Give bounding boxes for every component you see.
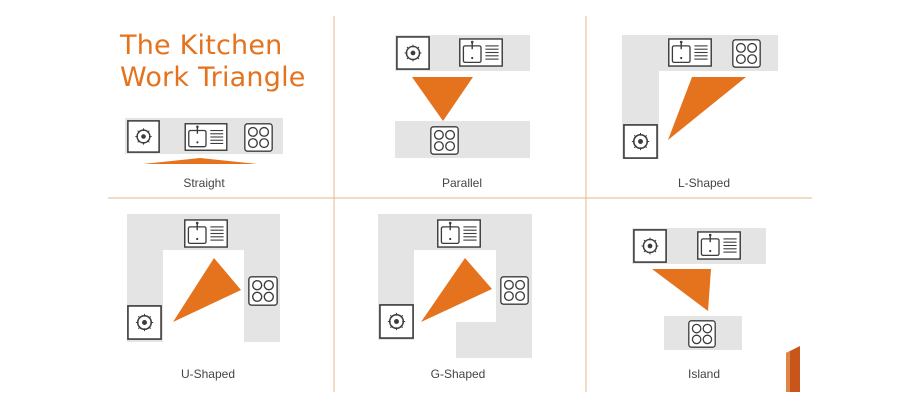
fridge-icon: [623, 124, 658, 159]
brand-logo-icon: [786, 346, 800, 392]
caption-island: Island: [687, 367, 721, 381]
stove-icon: [248, 276, 278, 306]
layout-straight: [125, 118, 283, 164]
fridge-icon: [633, 229, 667, 263]
layout-parallel: [395, 35, 530, 158]
sink-icon: [459, 38, 503, 67]
stove-icon: [244, 123, 273, 152]
fridge-icon: [396, 36, 430, 70]
counter-bottom: [395, 121, 530, 158]
work-triangle-icon: [668, 77, 746, 140]
title-line-1: The Kitchen: [120, 30, 283, 61]
caption-g-shaped: G-Shaped: [430, 367, 486, 381]
caption-straight: Straight: [183, 176, 225, 190]
work-triangle-icon: [421, 258, 492, 322]
title-line-2: Work Triangle: [120, 62, 306, 93]
stove-icon: [688, 320, 716, 348]
sink-icon: [697, 231, 741, 260]
caption-l-shaped: L-Shaped: [677, 176, 731, 190]
grid-dividers: [108, 16, 812, 392]
work-triangle-icon: [652, 269, 711, 311]
work-triangle-icon: [412, 77, 473, 121]
layout-l-shaped: [622, 35, 778, 159]
sink-icon: [184, 219, 228, 248]
stove-icon: [732, 39, 761, 68]
work-triangle-icon: [173, 258, 241, 322]
stove-icon: [430, 126, 459, 155]
stove-icon: [500, 276, 529, 305]
layout-u-shaped: [127, 214, 280, 342]
caption-parallel: Parallel: [441, 176, 483, 190]
sink-icon: [668, 38, 712, 67]
layout-g-shaped: [378, 214, 532, 358]
fridge-icon: [379, 304, 414, 339]
layout-island: [632, 228, 766, 350]
sink-icon: [184, 123, 228, 151]
sink-icon: [437, 219, 481, 248]
caption-u-shaped: U-Shaped: [180, 367, 236, 381]
fridge-icon: [127, 305, 162, 340]
fridge-icon: [127, 120, 160, 153]
work-triangle-icon: [143, 158, 257, 164]
counter-peninsula: [456, 322, 532, 358]
